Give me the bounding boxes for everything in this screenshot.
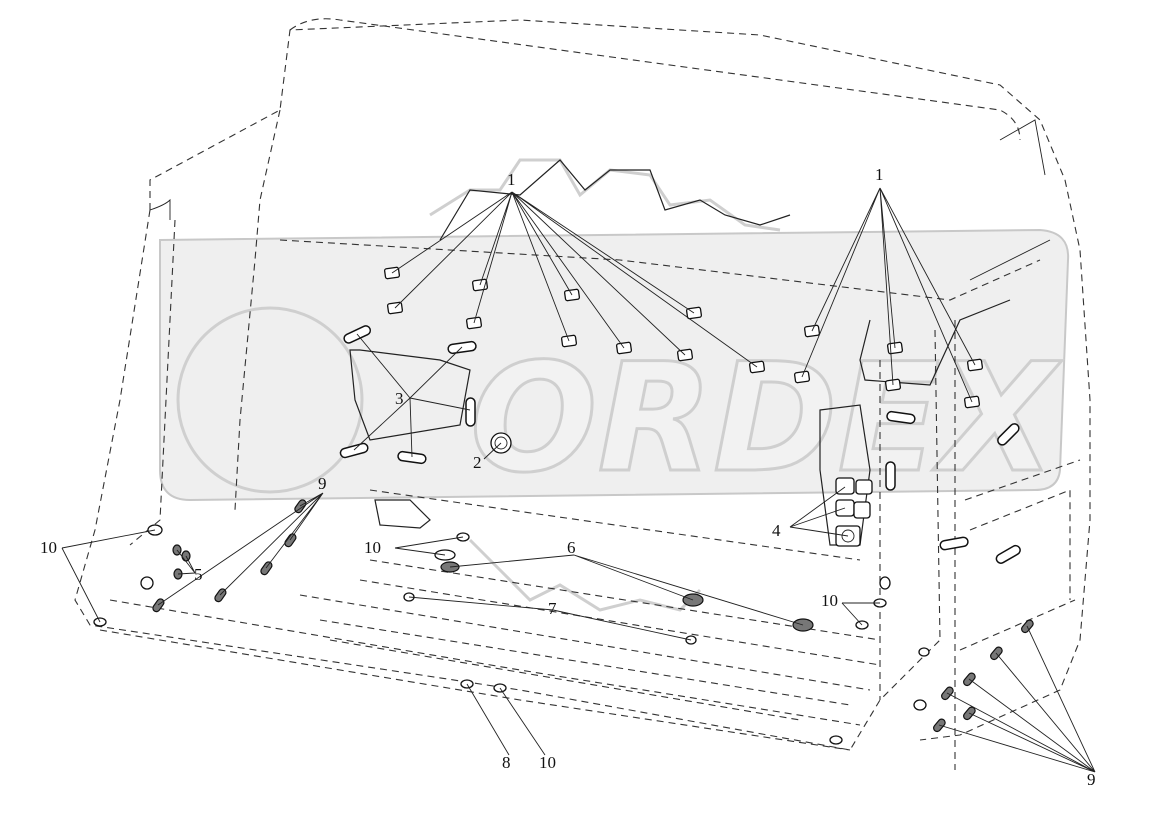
callout-9-right: 9 <box>1087 770 1096 789</box>
floor-plugs <box>93 524 930 745</box>
callout-8: 8 <box>502 753 511 772</box>
callout-10-left: 10 <box>40 538 57 557</box>
callout-labels: 1 1 3 2 4 10 5 10 6 7 10 9 8 10 9 <box>40 165 1096 789</box>
watermark-logo: ORDEX <box>159 158 1070 612</box>
callout-5: 5 <box>194 565 203 584</box>
leader-lines <box>61 187 1096 773</box>
callout-3: 3 <box>395 389 404 408</box>
callout-2: 2 <box>473 453 482 472</box>
watermark-text: ORDEX <box>470 332 1062 506</box>
callout-9-left: 9 <box>318 474 327 493</box>
square-plug-panel-4 <box>835 477 873 547</box>
callout-1-right: 1 <box>875 165 884 184</box>
oblong-plugs-9 <box>152 499 1034 733</box>
callout-4: 4 <box>772 521 781 540</box>
callout-10-bottom: 10 <box>539 753 556 772</box>
oblong-plugs-3 <box>339 325 1021 564</box>
callout-6: 6 <box>567 538 576 557</box>
callout-10-center: 10 <box>364 538 381 557</box>
callout-1-left: 1 <box>507 170 516 189</box>
callout-7: 7 <box>548 599 557 618</box>
callout-10-right: 10 <box>821 591 838 610</box>
